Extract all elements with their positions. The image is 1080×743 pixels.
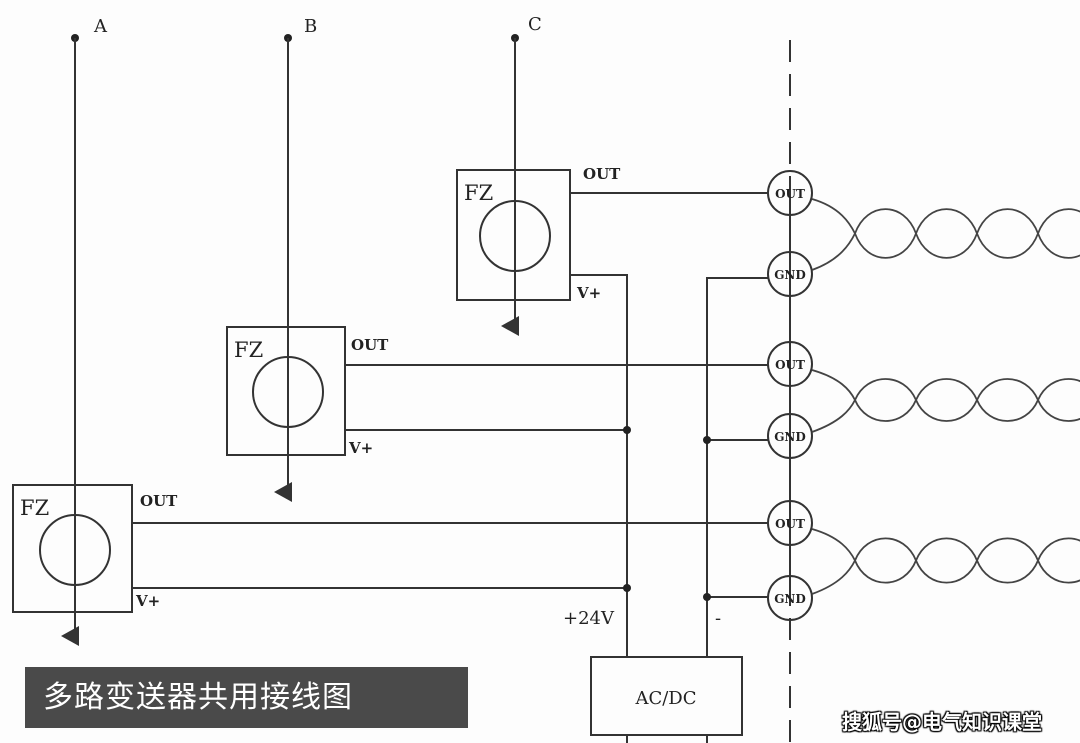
phase-a-label: A: [93, 16, 108, 37]
psu-label: AC/DC: [634, 688, 696, 709]
supply-negative-label: -: [715, 608, 721, 629]
twisted-wire: [811, 397, 1080, 433]
transducer-label: FZ: [464, 181, 493, 205]
transducer-label: FZ: [234, 338, 263, 362]
terminal-label: OUT: [775, 187, 805, 201]
twisted-wire: [811, 558, 1080, 595]
vplus-label: V+: [348, 439, 373, 457]
terminal-out-2: OUT: [767, 341, 813, 387]
terminal-label: GND: [774, 430, 806, 444]
vplus-label: V+: [576, 284, 601, 302]
terminal-label: OUT: [775, 358, 805, 372]
phase-a-conductor: A: [61, 16, 108, 646]
out-label: OUT: [583, 165, 621, 183]
vplus-label: V+: [135, 592, 160, 610]
twisted-wire: [811, 528, 1080, 563]
transducer-b: FZ OUT V+: [226, 326, 389, 457]
terminal-gnd-1: GND: [767, 251, 813, 297]
supply-positive-label: +24V: [563, 608, 615, 629]
twisted-pair-cables: [811, 198, 1080, 595]
terminal-gnd-3: GND: [767, 575, 813, 621]
transducer-a: FZ OUT V+: [12, 484, 178, 613]
out-label: OUT: [140, 492, 178, 510]
phase-b-label: B: [304, 16, 317, 37]
ac-dc-power-supply: AC/DC: [590, 656, 743, 736]
twisted-wire: [811, 198, 1080, 237]
transducer-label: FZ: [20, 496, 49, 520]
terminal-out-3: OUT: [767, 500, 813, 546]
out-label: OUT: [351, 336, 389, 354]
watermark: 搜狐号@电气知识课堂: [842, 710, 1042, 734]
terminal-label: GND: [774, 268, 806, 282]
wiring: [132, 192, 768, 743]
terminal-gnd-2: GND: [767, 413, 813, 459]
twisted-wire: [811, 230, 1080, 271]
terminal-label: OUT: [775, 517, 805, 531]
terminal-out-1: OUT: [767, 170, 813, 216]
terminal-label: GND: [774, 592, 806, 606]
transducer-c: FZ OUT V+: [456, 165, 621, 302]
diagram-caption: 多路变送器共用接线图: [25, 667, 468, 728]
phase-c-label: C: [528, 14, 542, 35]
twisted-wire: [811, 369, 1080, 403]
